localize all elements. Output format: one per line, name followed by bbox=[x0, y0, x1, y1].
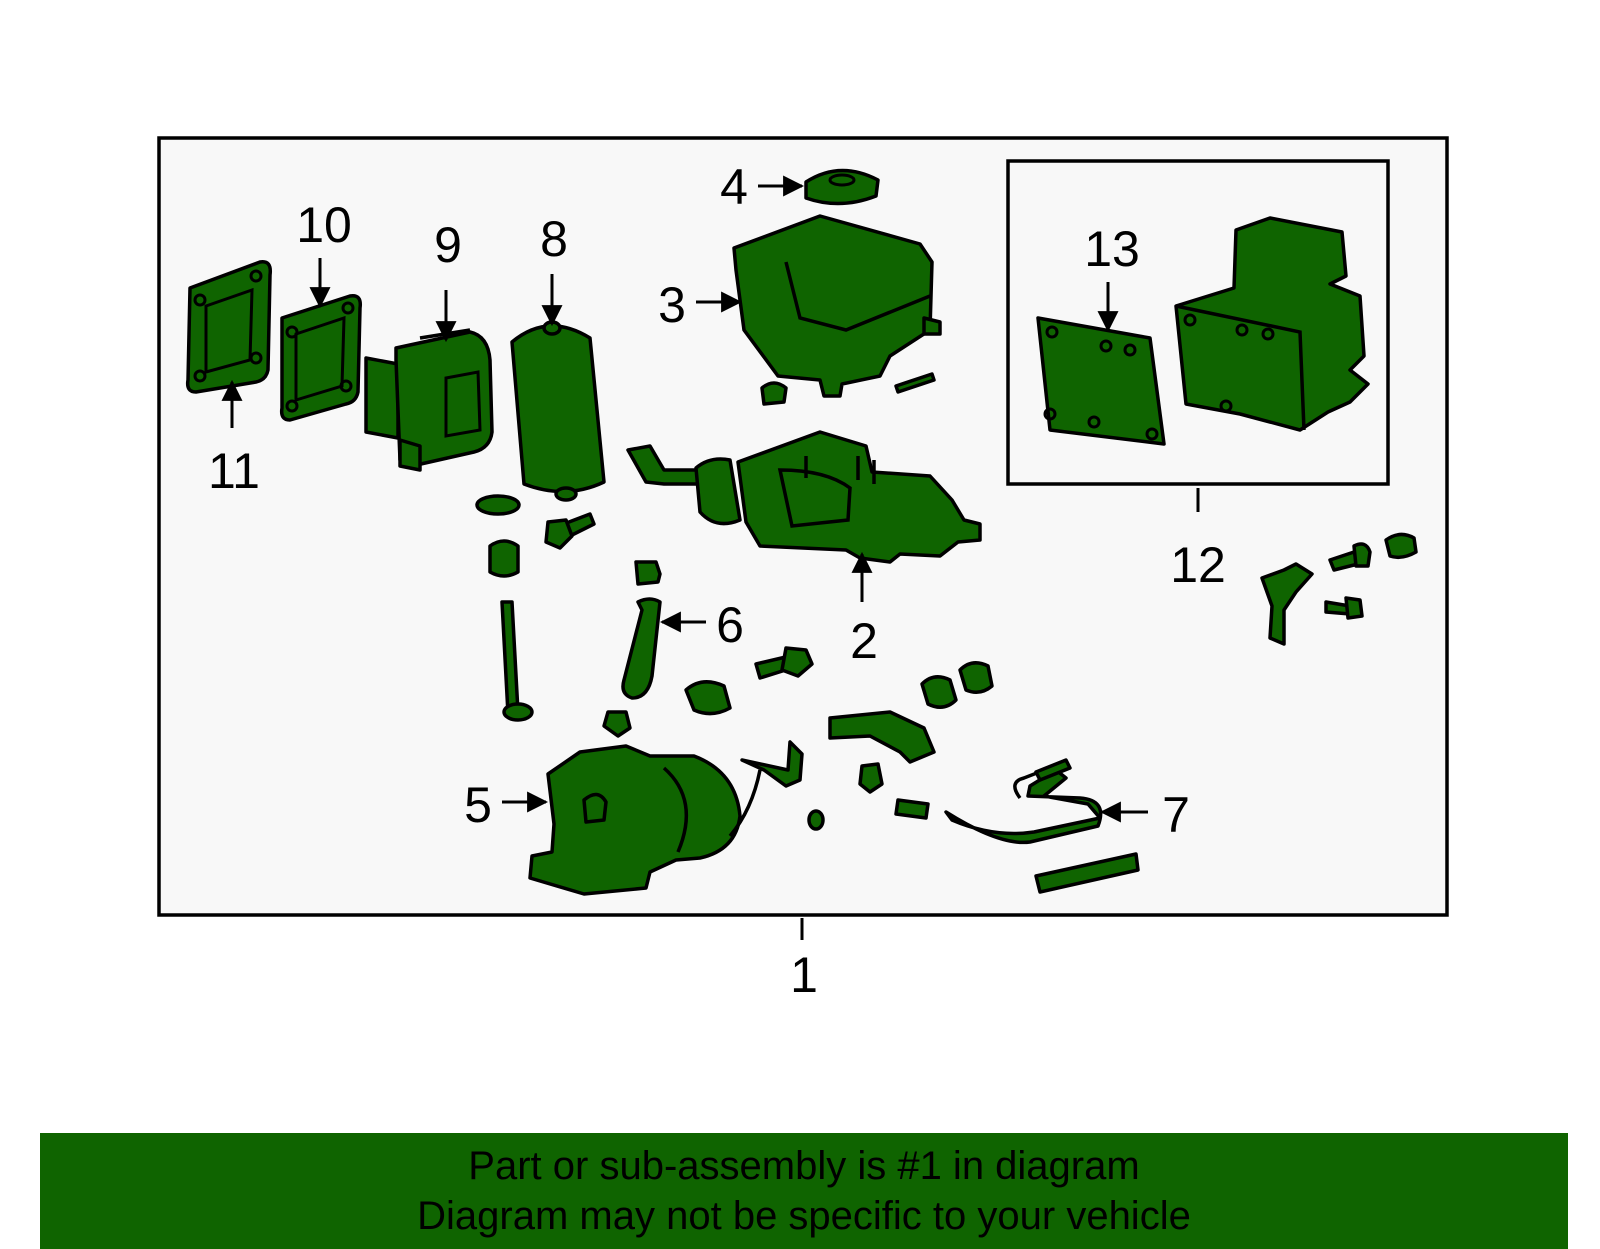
part-grommet-c bbox=[1384, 532, 1418, 560]
banner-line-2: Diagram may not be specific to your vehi… bbox=[417, 1194, 1191, 1238]
part-nut-c bbox=[858, 762, 884, 794]
callout-3: 3 bbox=[658, 277, 686, 333]
part-bolt-d-head bbox=[1344, 596, 1364, 620]
info-banner: Part or sub-assembly is #1 in diagram Di… bbox=[40, 1133, 1568, 1249]
part-8-accumulator[interactable] bbox=[510, 320, 606, 502]
part-6-hose[interactable] bbox=[621, 560, 662, 700]
part-9-pump-housing[interactable] bbox=[364, 328, 494, 472]
callout-2: 2 bbox=[850, 613, 878, 669]
part-12-control-module[interactable] bbox=[1174, 216, 1370, 432]
callout-13: 13 bbox=[1084, 221, 1140, 277]
callout-7: 7 bbox=[1162, 787, 1190, 843]
part-bushing-a bbox=[488, 539, 520, 578]
callout-6: 6 bbox=[716, 597, 744, 653]
part-bolt-c-head bbox=[1352, 542, 1372, 568]
banner-line-1: Part or sub-assembly is #1 in diagram bbox=[468, 1144, 1140, 1188]
callout-1: 1 bbox=[790, 947, 818, 1003]
callout-8: 8 bbox=[540, 211, 568, 267]
callout-5: 5 bbox=[464, 777, 492, 833]
part-bushing-b bbox=[684, 680, 732, 716]
part-5-pump-motor[interactable] bbox=[528, 740, 804, 896]
part-13-cover-plate[interactable] bbox=[1036, 316, 1166, 446]
part-bracket-a bbox=[828, 710, 936, 764]
o-ring bbox=[475, 494, 521, 516]
callout-4: 4 bbox=[720, 159, 748, 215]
part-4-reservoir-cap[interactable] bbox=[804, 168, 880, 206]
callout-9: 9 bbox=[434, 217, 462, 273]
part-bracket-c bbox=[1260, 562, 1314, 646]
part-7-brake-tube[interactable] bbox=[894, 758, 1103, 845]
part-10-gasket[interactable] bbox=[279, 294, 363, 422]
callout-11: 11 bbox=[208, 443, 260, 499]
part-grommet-a bbox=[920, 675, 958, 709]
part-pipe-a-end bbox=[502, 702, 534, 722]
part-bolt-b-head bbox=[780, 646, 814, 678]
part-grommet-b bbox=[958, 661, 994, 694]
part-3-reservoir[interactable] bbox=[732, 214, 942, 406]
callout-12: 12 bbox=[1170, 537, 1226, 593]
part-plug bbox=[807, 809, 825, 831]
part-2-master-cylinder[interactable] bbox=[626, 430, 982, 564]
part-nut-b bbox=[602, 710, 632, 738]
part-11-gasket[interactable] bbox=[185, 260, 273, 394]
callout-10: 10 bbox=[296, 197, 352, 253]
part-bracket-b bbox=[1034, 852, 1140, 894]
part-nut-a bbox=[544, 518, 574, 550]
